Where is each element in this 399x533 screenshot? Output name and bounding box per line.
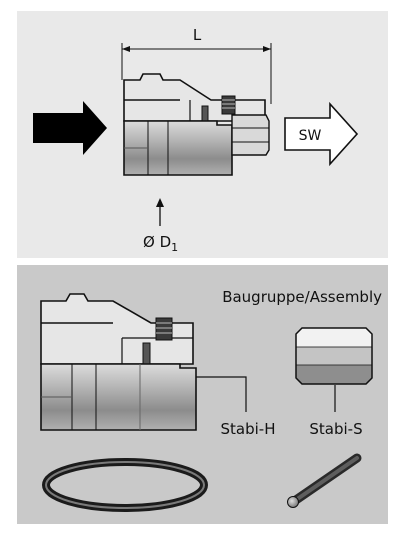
holder-label: Stabi-H: [221, 420, 276, 438]
length-label: L: [193, 26, 202, 44]
diameter-dimension: Ø D1: [143, 198, 178, 254]
output-drive-arrow: SW: [284, 101, 359, 167]
adapter-cutaway: [123, 73, 270, 176]
sleeve-part: [295, 327, 373, 385]
length-dimension: L: [121, 26, 272, 104]
sleeve-label: Stabi-S: [309, 420, 362, 438]
assembly-title: Baugruppe/Assembly: [222, 288, 382, 306]
output-drive-label: SW: [299, 128, 322, 144]
diameter-label: Ø D1: [143, 233, 178, 254]
pin-part: [287, 453, 362, 508]
holder-cutaway: [40, 293, 197, 431]
input-drive-arrow-icon: [33, 101, 107, 155]
o-ring-part: [42, 458, 208, 512]
